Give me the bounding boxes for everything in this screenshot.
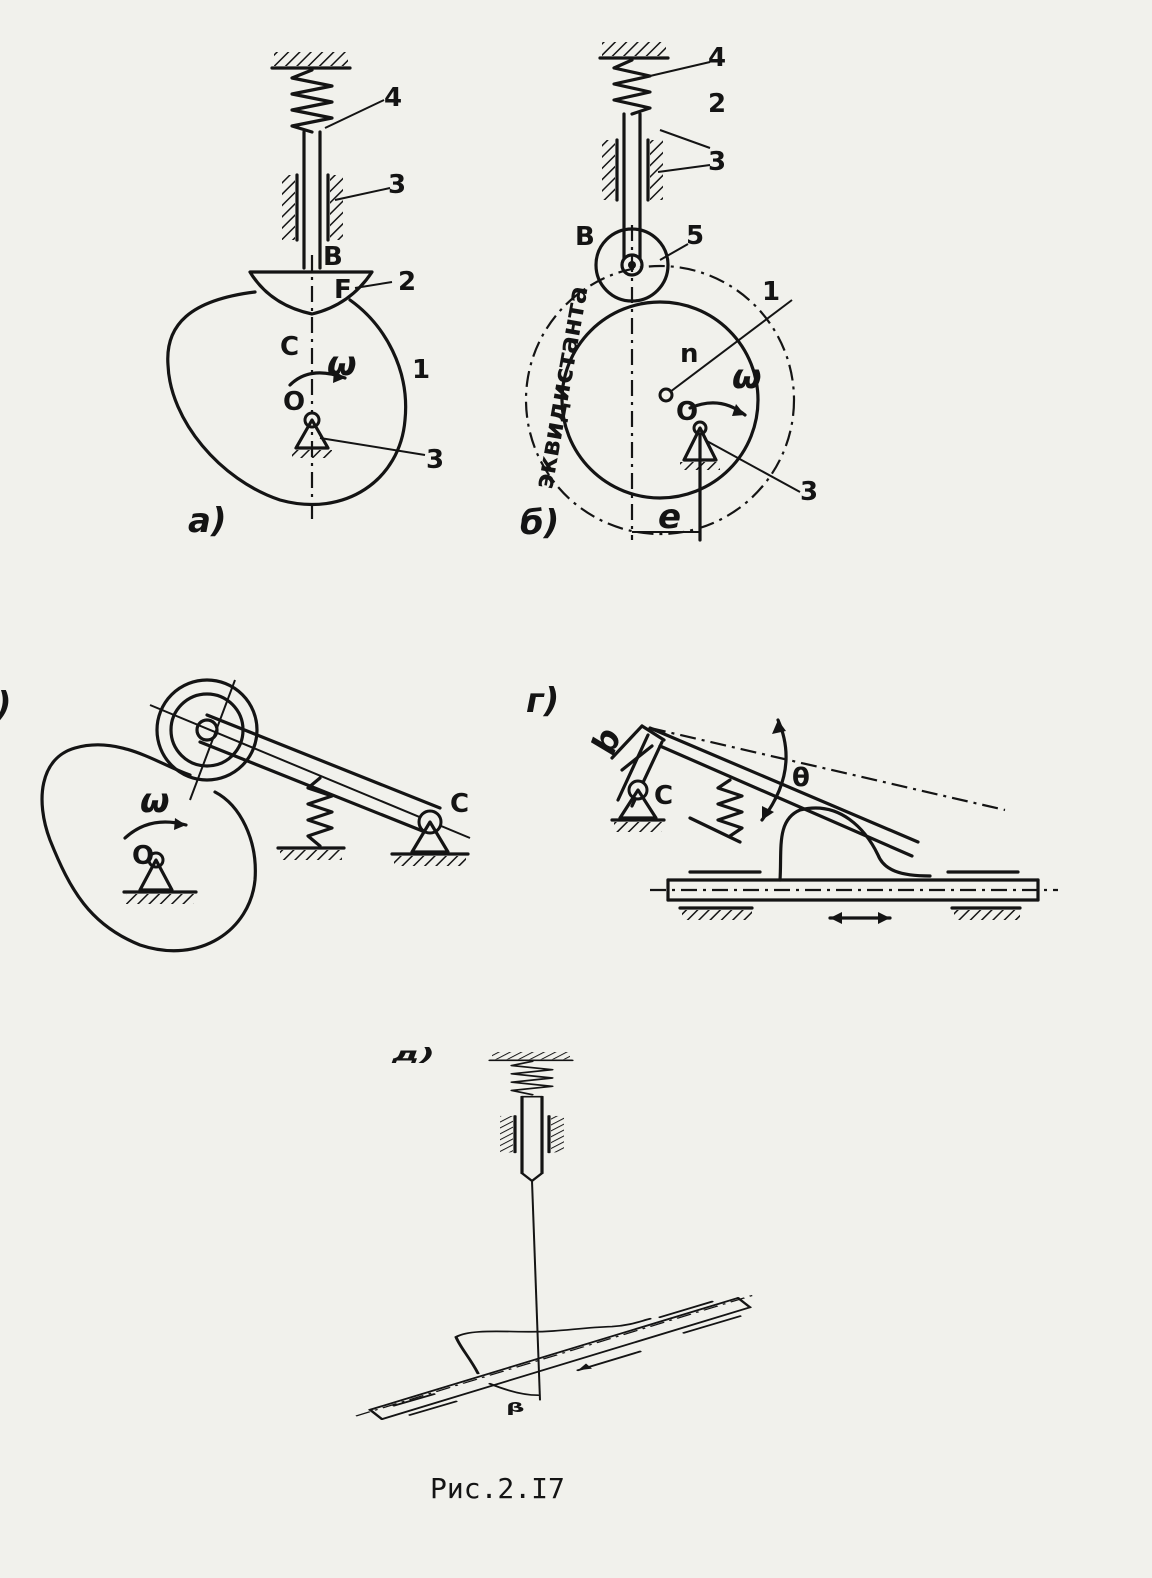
label-omega-b: ω <box>732 357 762 397</box>
cam-circle-b <box>560 300 760 500</box>
cam-v <box>40 743 257 953</box>
label-omega-v: ω <box>140 781 170 821</box>
label-4-a: 4 <box>384 83 402 113</box>
label-F-a: F <box>334 275 352 305</box>
follower-rod-b <box>622 112 642 260</box>
label-B-a: B <box>323 242 343 272</box>
panel-d-label: д) <box>391 1045 435 1065</box>
panel-d: д) <box>355 1045 757 1420</box>
label-theta-g: θ <box>792 763 810 793</box>
label-O-b: O <box>676 397 698 427</box>
slider-rod-g <box>666 878 1040 902</box>
panel-v-label: ) <box>0 685 12 725</box>
label-5-b: 5 <box>686 221 704 251</box>
label-2-b: 2 <box>708 89 726 119</box>
label-3-bot-b: 3 <box>800 477 818 507</box>
panel-v: ) ω O C <box>0 678 471 953</box>
figure-caption: Рис.2.I7 <box>430 1472 565 1505</box>
spring-b <box>612 58 652 116</box>
equidistant-curve <box>524 264 796 536</box>
label-3-bot-a: 3 <box>426 445 444 475</box>
follower-rod-d <box>520 1095 544 1182</box>
flat-face-follower <box>248 270 374 316</box>
label-omega-a: ω <box>327 344 357 384</box>
label-1-a: 1 <box>412 355 430 385</box>
label-C-v: C <box>450 789 469 819</box>
follower-rod-a <box>302 130 322 270</box>
panel-a-label: а) <box>188 501 226 541</box>
spring-a <box>290 68 334 134</box>
support-b <box>682 426 718 462</box>
label-1-b: 1 <box>762 277 780 307</box>
guide-d <box>500 1115 564 1154</box>
cam-a <box>166 290 408 506</box>
label-3-top-b: 3 <box>708 147 726 177</box>
label-O-v: O <box>132 841 154 871</box>
label-C-a: C <box>280 332 299 362</box>
cam-profile-g <box>778 806 932 882</box>
label-C-g: C <box>654 781 673 811</box>
ground-top-b <box>598 42 670 60</box>
panel-g-label: г) <box>526 681 559 721</box>
guide-a <box>282 173 343 242</box>
equidistant-label: эквидистанта <box>529 284 594 492</box>
guide-b <box>602 138 663 202</box>
radius-n <box>665 299 793 396</box>
label-4-b: 4 <box>708 43 726 73</box>
label-b-g: b <box>584 723 630 760</box>
label-2-a: 2 <box>398 267 416 297</box>
slider-rod-d <box>368 1297 752 1420</box>
rocker-arm-v <box>198 713 442 834</box>
label-e-b: e <box>658 497 681 537</box>
label-3-top-a: 3 <box>388 170 406 200</box>
panel-b: 4 2 3 B 5 1 n O ω 3 e эквидистанта б) <box>520 42 818 543</box>
label-B-b: B <box>575 222 595 252</box>
panel-a: 4 3 B 2 F C ω 1 O 3 а) <box>166 52 444 541</box>
support-a <box>294 418 330 450</box>
ground-top-d <box>488 1052 574 1062</box>
rocker-arm-g <box>648 726 920 858</box>
ground-top-a <box>270 52 352 70</box>
spring-d <box>510 1060 554 1096</box>
cam-profile-d <box>454 1317 652 1375</box>
label-beta-d: β <box>506 1399 525 1415</box>
panel-g: г) <box>526 681 1058 924</box>
spring-v <box>306 776 334 848</box>
spring-g <box>716 778 744 838</box>
panel-b-label: б) <box>520 503 559 543</box>
label-O-a: O <box>283 387 305 417</box>
label-n-b: n <box>680 339 699 369</box>
support-v <box>138 858 174 892</box>
